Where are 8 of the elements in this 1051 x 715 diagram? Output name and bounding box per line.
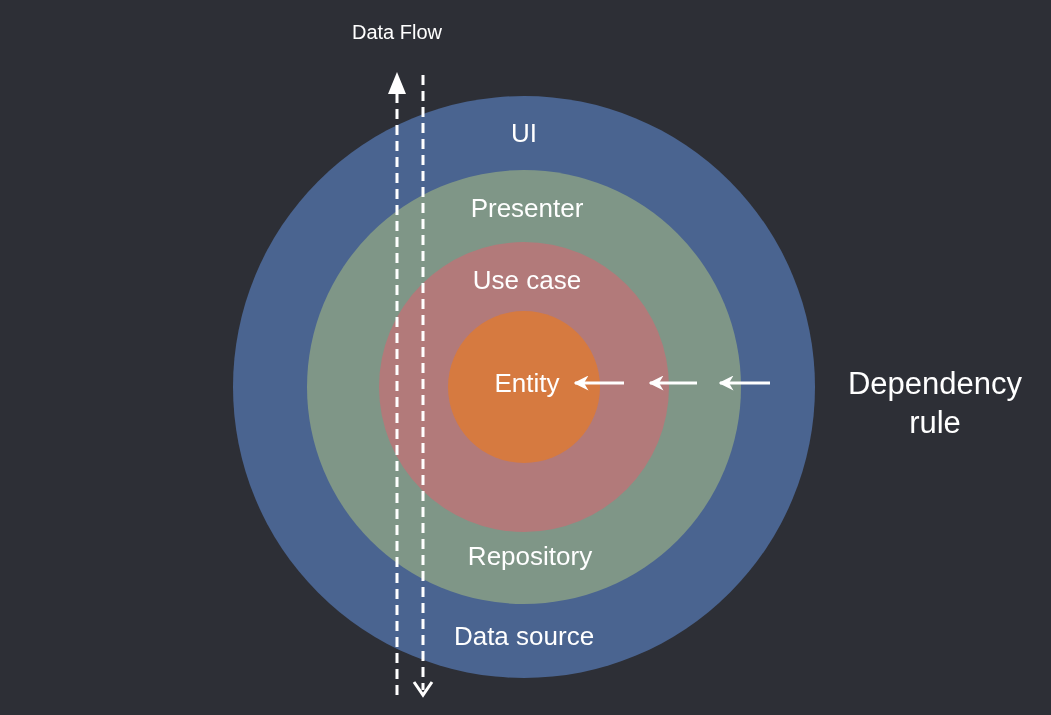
rule-label: Dependency rule bbox=[846, 365, 1024, 442]
layer-label: Entity bbox=[494, 368, 560, 398]
layer-label: Data source bbox=[453, 621, 595, 651]
layer-label: Presenter bbox=[470, 193, 584, 223]
layer-label: Use case bbox=[472, 265, 582, 295]
layer-label: UI bbox=[511, 118, 537, 148]
axis-title: Data Flow bbox=[352, 20, 444, 45]
layer-label: Repository bbox=[467, 541, 593, 571]
